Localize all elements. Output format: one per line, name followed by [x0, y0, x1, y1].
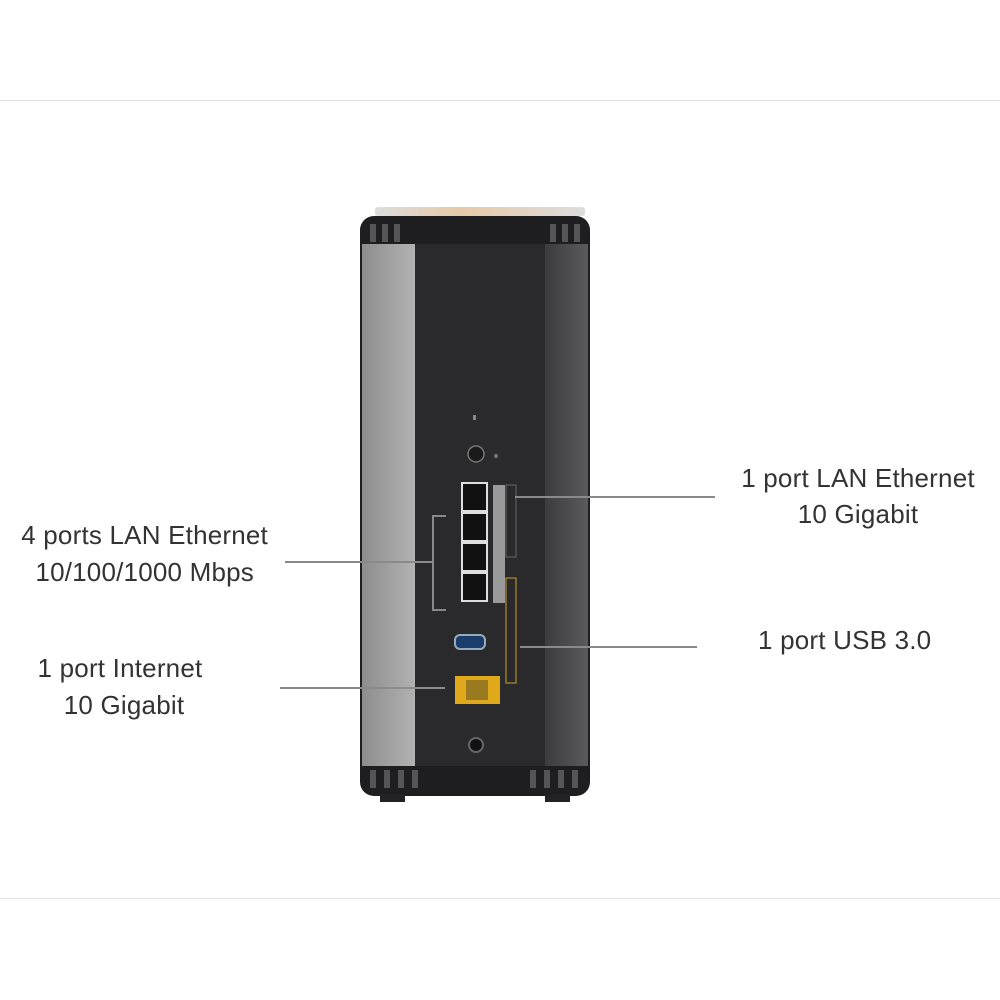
- top-divider: [0, 100, 1000, 101]
- bracket-lan-gigabit: [432, 515, 434, 611]
- foot-right: [545, 794, 570, 802]
- router-left-panel: [362, 244, 415, 766]
- label-lan-10g-line1: 1 port LAN Ethernet: [741, 463, 975, 493]
- label-lan-gigabit-line1: 4 ports LAN Ethernet: [21, 520, 268, 550]
- label-internet-line2: 10 Gigabit: [63, 690, 185, 720]
- label-usb: 1 port USB 3.0: [758, 625, 932, 655]
- power-button: [467, 445, 485, 463]
- label-lan-10g-line2: 10 Gigabit: [797, 499, 919, 529]
- router-image: [360, 207, 590, 802]
- callout-lan-10g: [515, 496, 715, 498]
- router-top-cap: [375, 207, 585, 216]
- router-right-panel: [545, 244, 588, 766]
- lan-ports: [461, 482, 488, 602]
- callout-usb: [520, 646, 697, 648]
- bottom-vents: [370, 770, 578, 788]
- dc-jack: [468, 737, 484, 753]
- label-internet-line1: 1 port Internet: [37, 653, 203, 683]
- label-lan-gigabit-line2: 10/100/1000 Mbps: [35, 557, 254, 587]
- callout-internet: [280, 687, 445, 689]
- callout-lan-gigabit: [285, 561, 433, 563]
- bottom-divider: [0, 898, 1000, 899]
- top-vents: [370, 224, 580, 242]
- usb-port: [454, 634, 486, 650]
- foot-left: [380, 794, 405, 802]
